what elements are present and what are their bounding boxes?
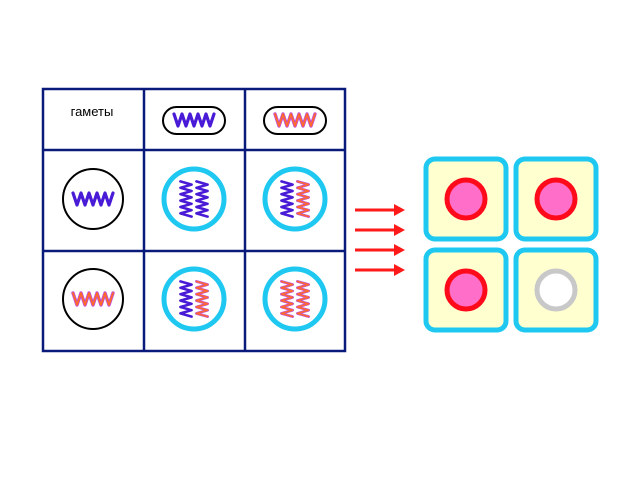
arrow-icon — [355, 204, 405, 216]
row-gamete-striped — [62, 268, 124, 330]
result-cell-pink — [423, 156, 509, 242]
arrows — [355, 204, 405, 276]
header-gamete-blue — [162, 106, 226, 135]
result-cells — [423, 156, 599, 333]
zygote-striped-striped — [262, 266, 328, 332]
zygote-blue-striped-bottom — [161, 266, 227, 332]
arrow-icon — [355, 244, 405, 256]
result-cell-pink — [423, 247, 509, 333]
punnett-grid — [41, 87, 347, 353]
gametes-label: гаметы — [70, 104, 114, 119]
arrow-icon — [355, 224, 405, 236]
header-gamete-striped — [263, 106, 327, 135]
result-cell-white — [513, 247, 599, 333]
zygote-blue-blue — [161, 166, 227, 232]
zygote-blue-striped-top — [262, 166, 328, 232]
result-cell-pink — [513, 156, 599, 242]
row-gamete-blue — [62, 168, 124, 230]
arrow-icon — [355, 264, 405, 276]
